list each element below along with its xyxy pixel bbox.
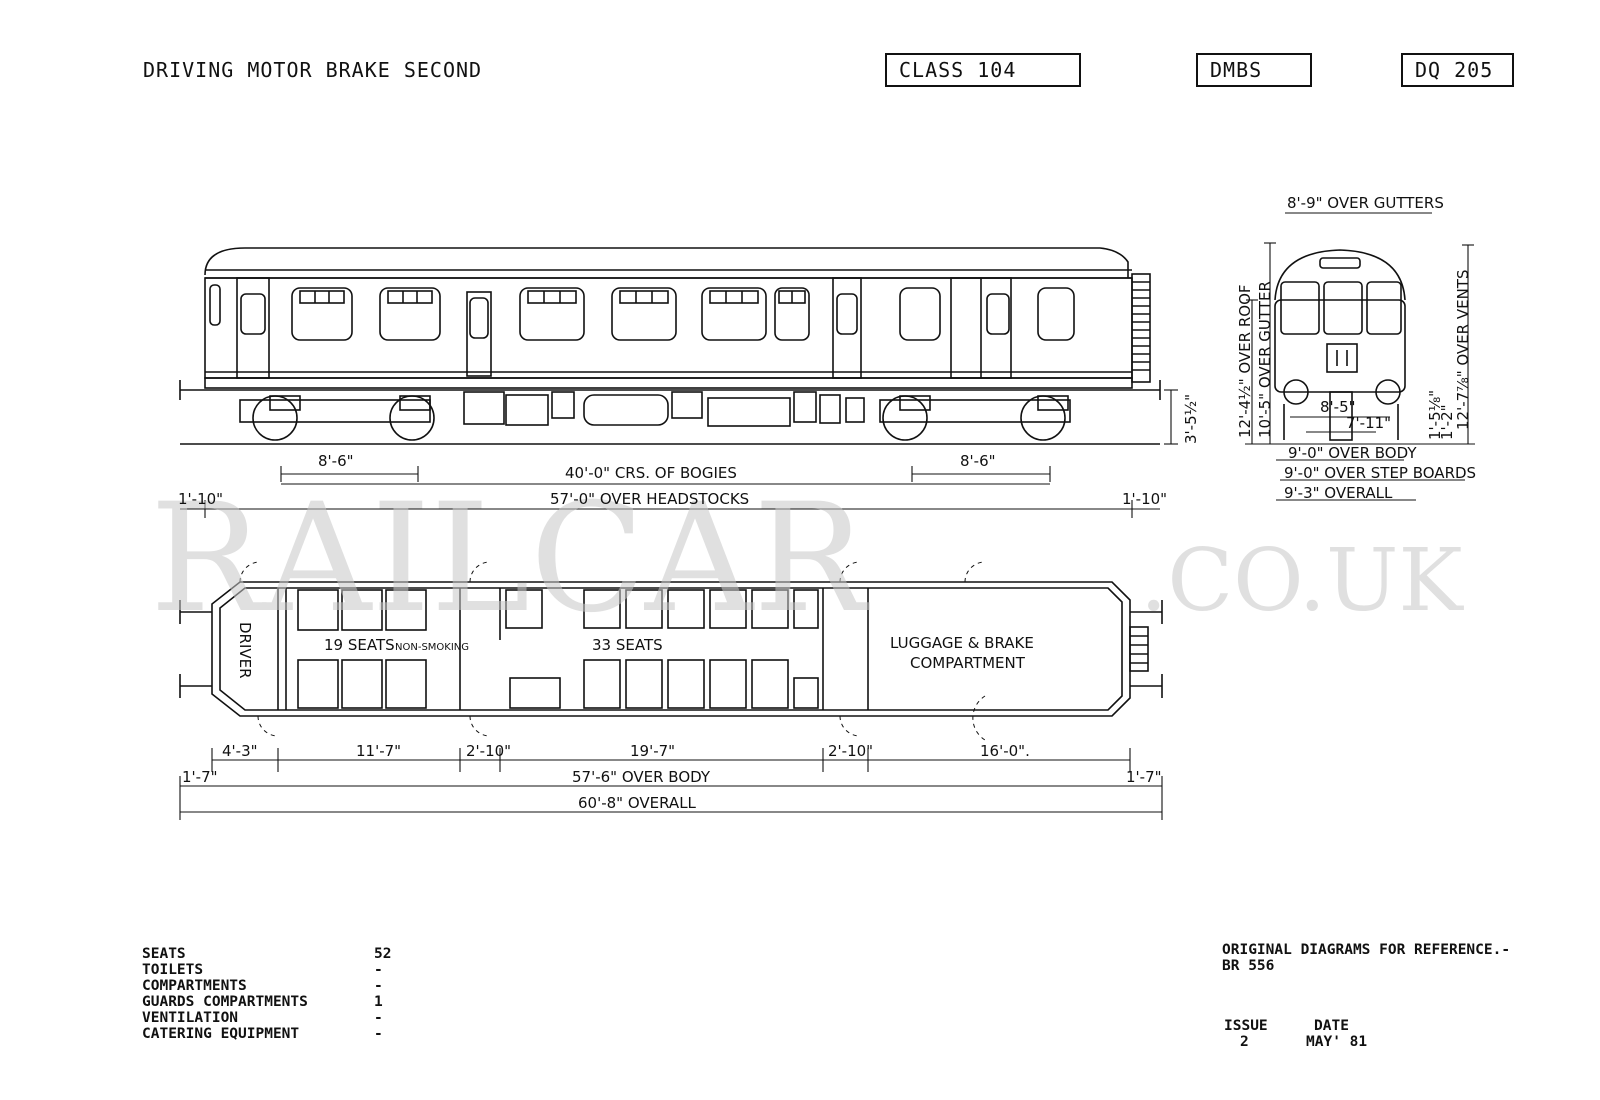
reference-line-2: BR 556 [1222, 958, 1275, 974]
end-dim-a: 8'-5" [1320, 398, 1356, 416]
driver-label: DRIVER [236, 622, 254, 679]
issue-value: 2 [1240, 1034, 1249, 1050]
plan-end-left: 1'-7" [182, 768, 218, 786]
bogie-centres-label: 40'-0" CRS. OF BOGIES [565, 464, 737, 482]
plan-dim-3: 2'-10" [466, 742, 511, 760]
plan-overall: 60'-8" OVERALL [578, 794, 697, 812]
over-roof-label: 12'-4½" OVER ROOF [1236, 284, 1254, 438]
over-gutters-label: 8'-9" OVER GUTTERS [1287, 194, 1444, 212]
stat-row: COMPARTMENTS - [142, 978, 391, 994]
over-gutter-label: 10'-5" OVER GUTTER [1256, 281, 1274, 438]
stat-value: 1 [374, 994, 383, 1010]
stat-value: - [374, 978, 383, 994]
end-dim-b: 7'-11" [1346, 414, 1391, 432]
stat-value: - [374, 1010, 383, 1026]
issue-block: ISSUE 2 [1224, 1018, 1268, 1050]
stat-value: - [374, 1026, 383, 1042]
end-over-step-boards: 9'-0" OVER STEP BOARDS [1284, 464, 1476, 482]
stat-row: TOILETS - [142, 962, 391, 978]
end-dim-c: 1'-5⅛" [1426, 390, 1444, 440]
stat-label: GUARDS COMPARTMENTS [142, 994, 308, 1010]
door-swings [239, 561, 986, 741]
reference-block: ORIGINAL DIAGRAMS FOR REFERENCE.- BR 556 [1222, 942, 1510, 974]
stat-value: 52 [374, 946, 392, 962]
reference-line-1: ORIGINAL DIAGRAMS FOR REFERENCE.- [1222, 942, 1511, 958]
plan-dimensions [179, 748, 1163, 820]
stat-row: SEATS 52 [142, 946, 391, 962]
end-dim-d: 1'-2" [1438, 404, 1456, 440]
plan-end-right: 1'-7" [1126, 768, 1162, 786]
stat-label: CATERING EQUIPMENT [142, 1026, 300, 1042]
drawing-title: DRIVING MOTOR BRAKE SECOND [143, 58, 483, 82]
non-smoking-label: NON-SMOKING [395, 642, 469, 653]
bogie-wheelbase-left: 8'-6" [318, 452, 354, 470]
watermark-main: RAILCAR [150, 472, 870, 646]
date-block: DATE MAY' 81 [1306, 1018, 1367, 1050]
end-dimensions [1245, 212, 1475, 501]
over-headstocks-label: 57'-0" OVER HEADSTOCKS [550, 490, 749, 508]
diagram-box: DQ 205 [1401, 53, 1514, 87]
code-box: DMBS [1196, 53, 1312, 87]
end-over-body: 9'-0" OVER BODY [1288, 444, 1417, 462]
luggage-label-1: LUGGAGE & BRAKE [890, 634, 1034, 652]
stat-row: CATERING EQUIPMENT - [142, 1026, 391, 1042]
side-dimensions [180, 389, 1178, 518]
date-value: MAY' 81 [1306, 1034, 1368, 1050]
watermark-suffix: .CO.UK [1140, 531, 1464, 631]
stat-row: GUARDS COMPARTMENTS 1 [142, 994, 391, 1010]
bogie-wheelbase-right: 8'-6" [960, 452, 996, 470]
rail-to-floor: 3'-5½" [1182, 394, 1200, 444]
stat-value: - [374, 962, 383, 978]
plan-over-body: 57'-6" OVER BODY [572, 768, 711, 786]
plan-dim-6: 16'-0". [980, 742, 1030, 760]
over-vents-label: 12'-7⅞" OVER VENTS [1454, 270, 1472, 431]
stat-label: SEATS [142, 946, 186, 962]
plan-dim-1: 4'-3" [222, 742, 258, 760]
overhang-left: 1'-10" [178, 490, 223, 508]
stats-table: SEATS 52 TOILETS - COMPARTMENTS - GUARDS… [142, 946, 391, 1042]
stat-label: VENTILATION [142, 1010, 239, 1026]
plan-dim-4: 19'-7" [630, 742, 675, 760]
plan-view [179, 581, 1163, 717]
plan-dim-2: 11'-7" [356, 742, 401, 760]
side-elevation [179, 247, 1161, 445]
plan-dim-5: 2'-10" [828, 742, 873, 760]
class-box: CLASS 104 [885, 53, 1081, 87]
end-elevation [1274, 249, 1406, 441]
seats-33-label: 33 SEATS [592, 636, 663, 654]
stat-label: TOILETS [142, 962, 204, 978]
issue-label: ISSUE [1224, 1018, 1268, 1034]
end-overall: 9'-3" OVERALL [1284, 484, 1393, 502]
stat-label: COMPARTMENTS [142, 978, 247, 994]
date-label: DATE [1314, 1018, 1349, 1034]
seats-19-label: 19 SEATS [324, 636, 395, 654]
stat-row: VENTILATION - [142, 1010, 391, 1026]
luggage-label-2: COMPARTMENT [910, 654, 1026, 672]
overhang-right: 1'-10" [1122, 490, 1167, 508]
